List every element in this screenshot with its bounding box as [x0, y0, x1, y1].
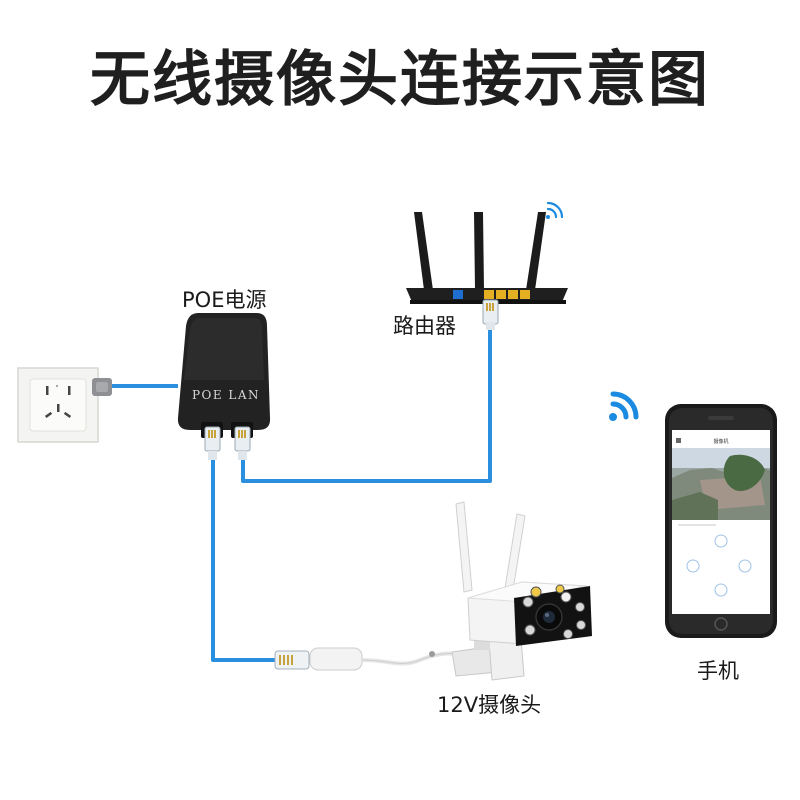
- camera-label: 12V摄像头: [437, 689, 541, 719]
- wall-socket-icon: [18, 368, 112, 442]
- camera-cable-connector: [275, 648, 468, 670]
- wifi-icon: [609, 394, 636, 421]
- cables: [112, 328, 490, 660]
- poe-power-label: POE电源: [182, 284, 266, 314]
- phone: 摄像机: [665, 404, 777, 638]
- antenna-icon: [456, 502, 525, 596]
- router-label: 路由器: [393, 310, 456, 340]
- cable-poe-lan-to-router: [243, 328, 490, 481]
- camera: [452, 502, 592, 680]
- rj45-connector-icon: [205, 427, 250, 460]
- poe-port-marking: POE LAN: [192, 388, 260, 402]
- cable-poe-to-camera: [213, 460, 278, 660]
- poe-power-box: POE LAN: [178, 313, 270, 460]
- svg-text:摄像机: 摄像机: [713, 438, 728, 445]
- antenna-icon: [414, 212, 546, 290]
- phone-label: 手机: [697, 655, 739, 685]
- wifi-icon: [546, 203, 562, 219]
